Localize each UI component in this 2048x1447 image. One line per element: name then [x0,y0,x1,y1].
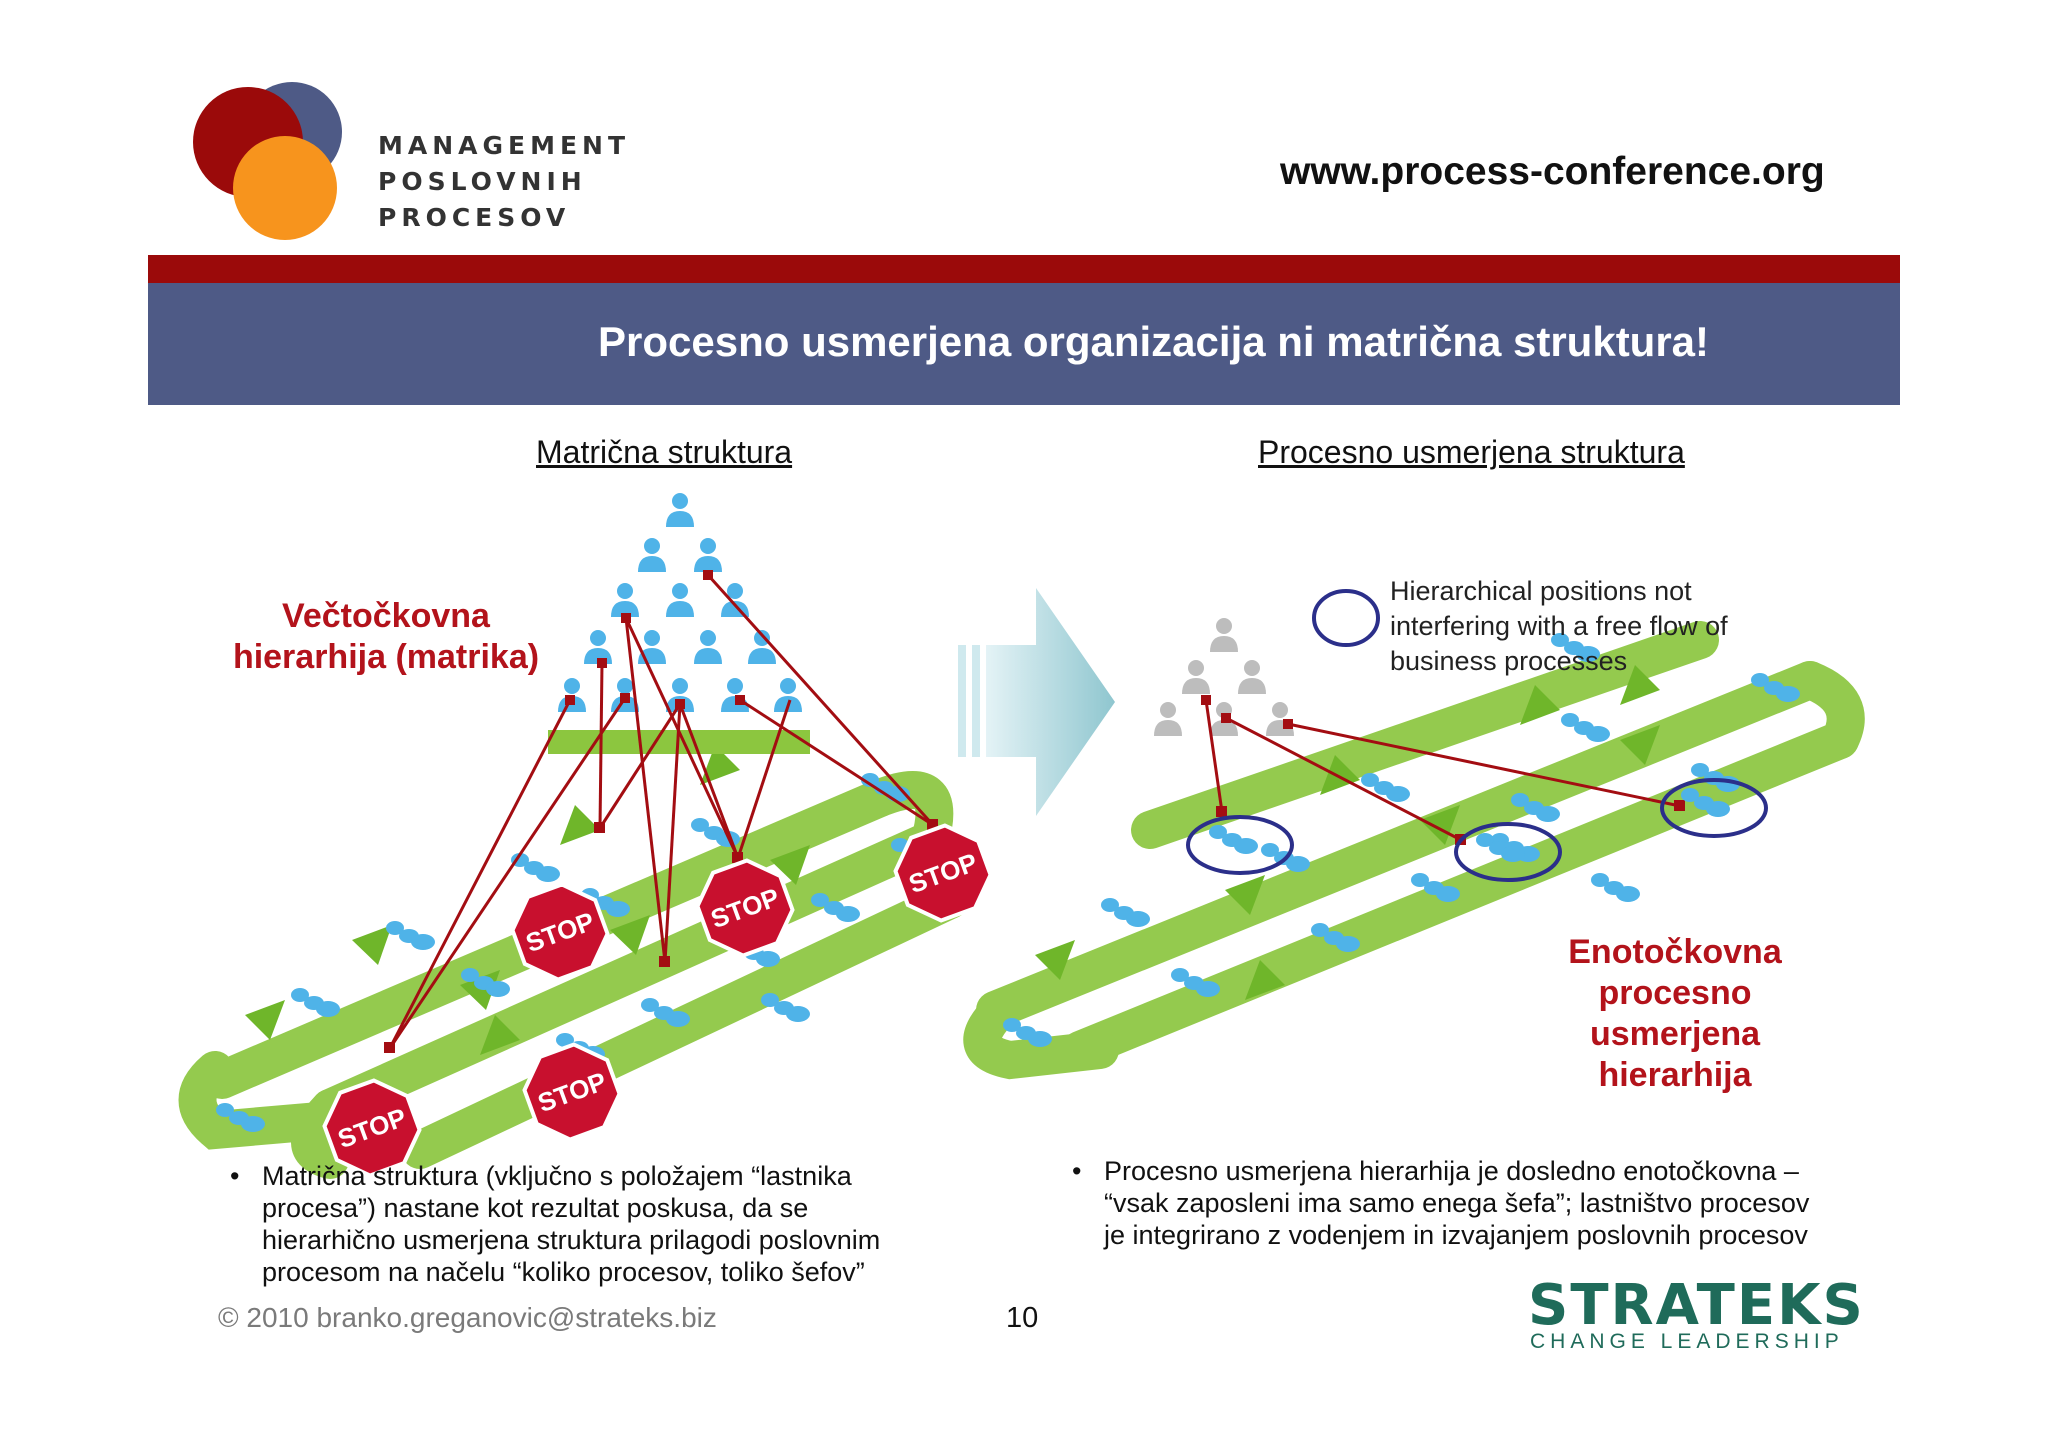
stop-signs: STOP STOP STOP STOP STOP [313,814,1002,1187]
right-links [1204,699,1681,842]
left-links [388,573,935,1049]
right-flow-arrows [1035,665,1660,1000]
logo-line-1: MANAGEMENT [378,131,631,160]
slide-title: Procesno usmerjena organizacija ni matri… [598,318,1710,365]
title-band [148,283,1900,405]
left-link-nodes [384,570,938,1053]
logo-wordmark: MANAGEMENT POSLOVNIH PROCESOV [378,128,630,236]
left-pyramid [558,493,802,712]
mpp-logo [193,82,342,240]
right-red-label: Enotočkovna procesno usmerjena hierarhij… [1568,933,1782,1094]
strateks-logo: STRATEKS [1528,1273,1865,1338]
legend-circle-icon [1312,589,1380,647]
strateks-tagline: CHANGE LEADERSHIP [1530,1330,1844,1353]
right-heading: Procesno usmerjena struktura [1258,434,1685,470]
header-red-stripe [148,255,1900,283]
website-url[interactable]: www.process-conference.org [1280,150,1825,193]
right-bullet: • Procesno usmerjena hierarhija je dosle… [1072,1155,1824,1251]
left-heading: Matrična struktura [536,434,793,470]
right-flow-bands [963,621,1865,1080]
left-bullet-text: Matrična struktura (vključno s položajem… [262,1161,881,1287]
right-hierarchy-circles [1186,778,1768,882]
copyright: © 2010 branko.greganovic@strateks.biz [218,1302,717,1333]
page-number: 10 [1006,1302,1039,1334]
logo-line-2: POSLOVNIH [378,167,587,196]
left-red-label: Večtočkovna hierarhija (matrika) [232,597,540,676]
bullet-dot: • [1072,1156,1082,1186]
legend-text: Hierarchical positions not interfering w… [1390,576,1728,676]
right-bullet-text: Procesno usmerjena hierarhija je dosledn… [1104,1156,1810,1250]
logo-line-3: PROCESOV [378,203,571,232]
bullet-dot: • [230,1161,240,1191]
left-bullet: • Matrična struktura (vključno s položaj… [230,1160,942,1288]
transition-arrow [958,588,1115,816]
